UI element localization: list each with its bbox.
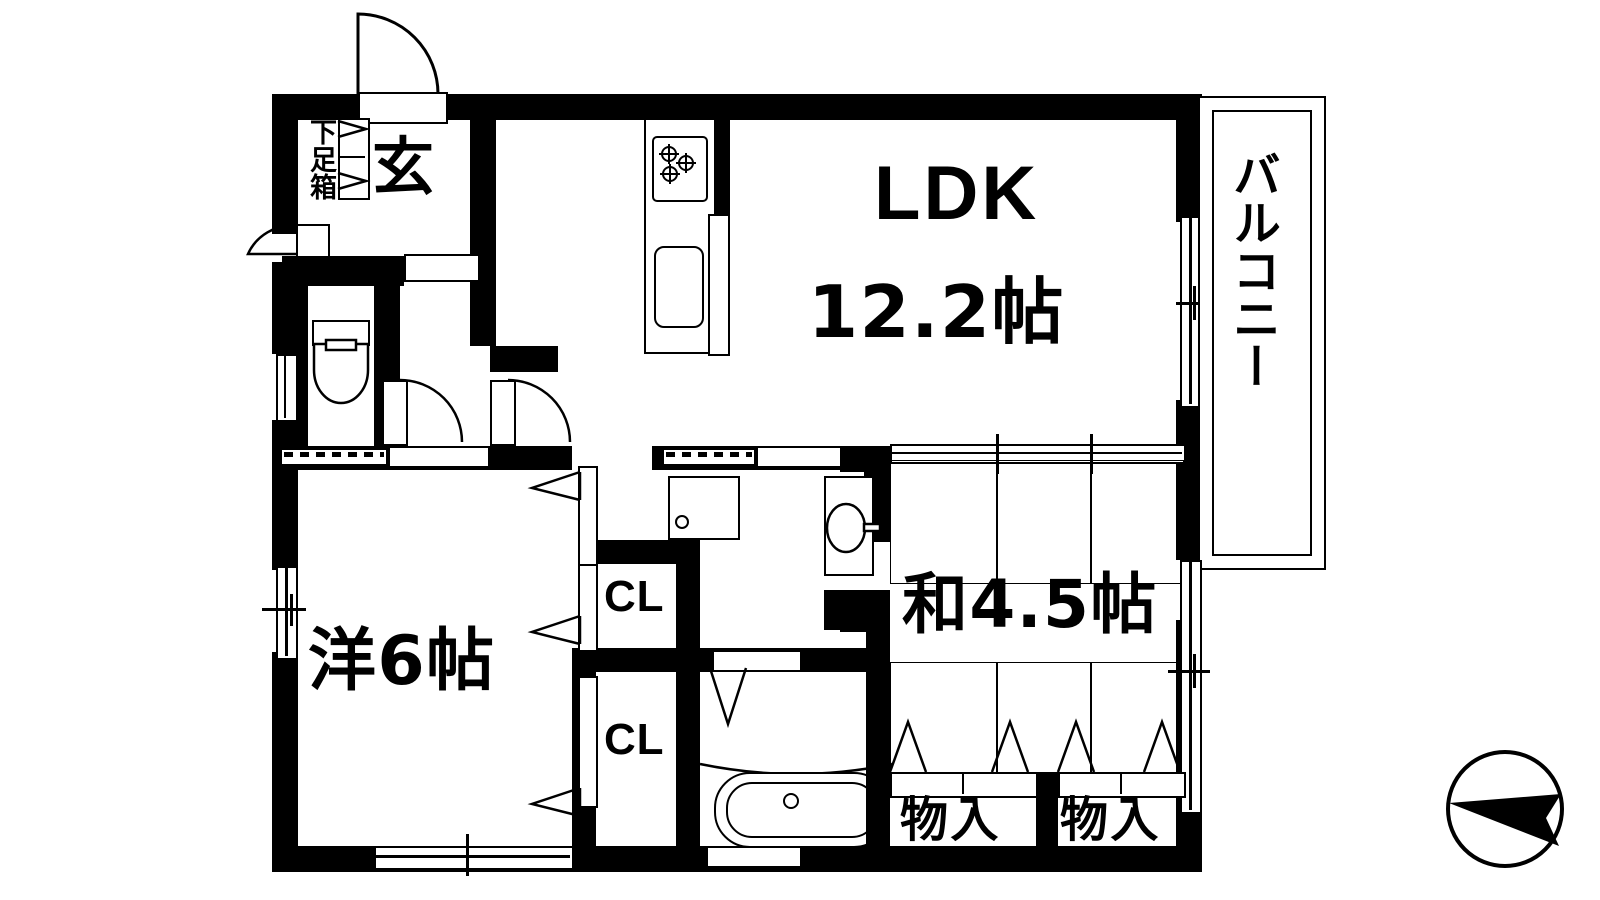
monoire-right-door-divider bbox=[1120, 772, 1122, 794]
washitsu-window-marker-h bbox=[1168, 670, 1210, 673]
entrance-door-panel[interactable] bbox=[358, 92, 448, 124]
bathtub-drain-icon bbox=[783, 793, 799, 809]
wall-closet-right bbox=[676, 540, 700, 872]
meter-box-door-panel[interactable] bbox=[296, 224, 330, 258]
washing-machine-space bbox=[668, 476, 740, 540]
genkan-step-line bbox=[404, 254, 480, 282]
wall-monoire-divider bbox=[1036, 772, 1058, 872]
entrance-door-swing-icon bbox=[356, 12, 440, 95]
ldk-name-label: LDK bbox=[874, 151, 1040, 236]
meter-box-door-swing-icon bbox=[246, 224, 297, 256]
bath-folding-door-icon bbox=[708, 667, 748, 729]
washitsu-fusuma-marker-2 bbox=[1090, 434, 1093, 474]
shoe-cabinet-shelf bbox=[339, 156, 365, 158]
washitsu-fusuma-top[interactable] bbox=[890, 444, 1186, 464]
monoire-right-door[interactable] bbox=[1058, 772, 1186, 798]
washitsu-fusuma-top-line bbox=[890, 452, 1182, 454]
wall-genkan-bottom bbox=[282, 256, 404, 286]
vanity-basin-icon bbox=[825, 502, 882, 554]
kitchen-sink bbox=[654, 246, 704, 328]
bath-door-panel[interactable] bbox=[712, 650, 802, 672]
western-room-bottom-window bbox=[374, 846, 574, 870]
wall-right-mid bbox=[1176, 400, 1202, 560]
balcony-inner bbox=[1212, 110, 1312, 556]
washitsu-window-marker-v bbox=[1193, 654, 1196, 688]
wall-left-lower bbox=[272, 652, 298, 872]
washitsu-balcony-door-mullion bbox=[1189, 560, 1192, 810]
north-arrow-icon bbox=[1446, 750, 1564, 868]
corridor-door-panel[interactable] bbox=[490, 380, 516, 446]
kitchen-side-panel bbox=[708, 214, 730, 356]
stove-burners-icon bbox=[659, 144, 696, 184]
western-window-marker-h bbox=[262, 608, 306, 611]
corridor-door-swing-icon bbox=[507, 378, 572, 443]
genkan-label: 玄 bbox=[372, 130, 436, 203]
bathtub-inner bbox=[726, 782, 878, 838]
toilet-door-panel[interactable] bbox=[382, 380, 408, 446]
toilet-tank bbox=[312, 320, 370, 346]
monoire-right-label: 物入 bbox=[1060, 792, 1161, 848]
monoire-left-hinge-icon bbox=[888, 718, 1030, 773]
cl-lower-door-arrow-icon bbox=[527, 786, 582, 818]
tatami-mat-2 bbox=[996, 460, 1092, 584]
western-bottom-window-marker bbox=[466, 834, 469, 876]
washing-machine-drain-icon bbox=[675, 515, 689, 529]
western-bottom-window-mullion bbox=[374, 855, 570, 858]
washitsu-label: 和4.5帖 bbox=[902, 566, 1158, 643]
shoe-cabinet-open-arrow-top-icon bbox=[337, 119, 371, 139]
western-top-opening bbox=[282, 448, 386, 466]
shoe-cabinet-open-arrow-bottom-icon bbox=[337, 171, 371, 191]
western-room-label: 洋6帖 bbox=[308, 622, 496, 701]
western-window-marker-v bbox=[290, 594, 293, 626]
stove bbox=[652, 136, 708, 202]
wall-right-upper bbox=[1176, 94, 1202, 222]
corridor-window-strip bbox=[388, 446, 490, 468]
western-top-opening-dash bbox=[284, 452, 384, 457]
ldk-balcony-sliding-door-mullion bbox=[1189, 216, 1192, 404]
wall-left-upper bbox=[272, 94, 298, 234]
washroom-top-opening bbox=[664, 448, 754, 466]
cl-upper-door-arrow-icon bbox=[527, 614, 582, 646]
tatami-mat-3 bbox=[1090, 460, 1184, 584]
cl-upper-label: CL bbox=[604, 572, 665, 621]
monoire-right-hinge-icon bbox=[1056, 718, 1182, 773]
wall-genkan-right bbox=[470, 94, 496, 346]
balcony-label: バルコニー bbox=[1223, 150, 1280, 390]
wall-washitsu-left-upper bbox=[840, 446, 866, 472]
western-room-entry-arrow-icon bbox=[527, 470, 582, 502]
toilet-window bbox=[276, 354, 298, 422]
tatami-mat-1 bbox=[890, 460, 998, 584]
monoire-left-door-divider bbox=[962, 772, 964, 794]
western-room-window-mullion bbox=[285, 566, 288, 656]
washroom-top-opening-dash bbox=[666, 452, 752, 457]
bath-bottom-strip bbox=[706, 846, 802, 868]
shoe-cabinet-label: 下足箱 bbox=[305, 118, 336, 201]
ldk-size-label: 12.2帖 bbox=[808, 270, 1065, 354]
toilet-window-mullion bbox=[284, 354, 286, 418]
western-room-entry-door[interactable] bbox=[578, 466, 598, 566]
toilet-icon bbox=[312, 338, 370, 405]
wall-washitsu-left bbox=[840, 590, 890, 632]
washitsu-fusuma-marker-1 bbox=[996, 434, 999, 474]
wall-closet-divider bbox=[572, 648, 700, 672]
wall-closet-top bbox=[596, 540, 700, 564]
cl-lower-door[interactable] bbox=[578, 676, 598, 808]
wall-corridor-stub bbox=[490, 346, 558, 372]
cl-lower-label: CL bbox=[604, 715, 665, 764]
wall-washitsu-left-lower bbox=[866, 630, 890, 872]
ldk-balcony-door-marker-v bbox=[1193, 286, 1196, 320]
monoire-left-label: 物入 bbox=[900, 792, 1001, 848]
toilet-door-swing-icon bbox=[399, 378, 464, 443]
